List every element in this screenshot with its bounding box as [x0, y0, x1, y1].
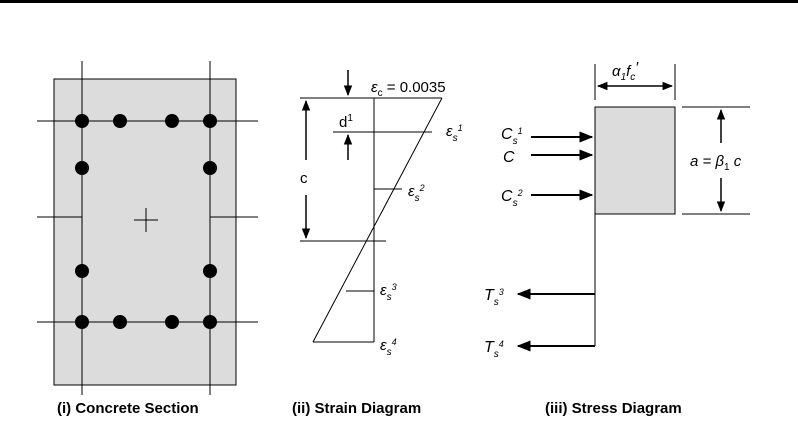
stress-block — [594, 106, 676, 215]
eps-s1-label: εs1 — [446, 123, 463, 144]
rebar — [75, 315, 89, 329]
ts4-label: Ts4 — [484, 339, 504, 360]
a-depth-label: a = β1 c — [690, 153, 742, 173]
strain-profile — [312, 97, 443, 343]
caption-stress-diagram: (iii) Stress Diagram — [545, 400, 682, 417]
d1-label: d1 — [339, 113, 353, 131]
cs1-label: Cs1 — [501, 126, 523, 147]
rebar — [165, 315, 179, 329]
eps-s3-label: εs3 — [380, 282, 397, 303]
strain-diagram: εc = 0.0035 d1 c εs1 εs2 εs3 εs4 — [300, 70, 463, 358]
rebar — [113, 114, 127, 128]
c-force-label: C — [503, 149, 515, 166]
rebar — [75, 264, 89, 278]
rebar — [113, 315, 127, 329]
rebar — [75, 161, 89, 175]
eps-c-label: εc = 0.0035 — [371, 79, 446, 99]
alpha-fc-label: α1fc′ — [612, 59, 639, 83]
c-depth-label: c — [300, 170, 308, 187]
concrete-section — [37, 61, 258, 395]
rebar — [203, 264, 217, 278]
caption-concrete-section: (i) Concrete Section — [57, 400, 199, 417]
rebar — [203, 114, 217, 128]
eps-s2-label: εs2 — [408, 183, 425, 204]
rebar — [75, 114, 89, 128]
rebar — [165, 114, 179, 128]
eps-s4-label: εs4 — [380, 337, 397, 358]
caption-strain-diagram: (ii) Strain Diagram — [292, 400, 421, 417]
section-outline — [53, 78, 237, 386]
stress-diagram: α1fc′ a = β1 c Cs1 C Cs2 Ts3 Ts4 — [484, 59, 750, 360]
rebar — [203, 315, 217, 329]
cs2-label: Cs2 — [501, 188, 523, 209]
top-rule — [0, 0, 798, 3]
rebar — [203, 161, 217, 175]
ts3-label: Ts3 — [484, 287, 504, 308]
